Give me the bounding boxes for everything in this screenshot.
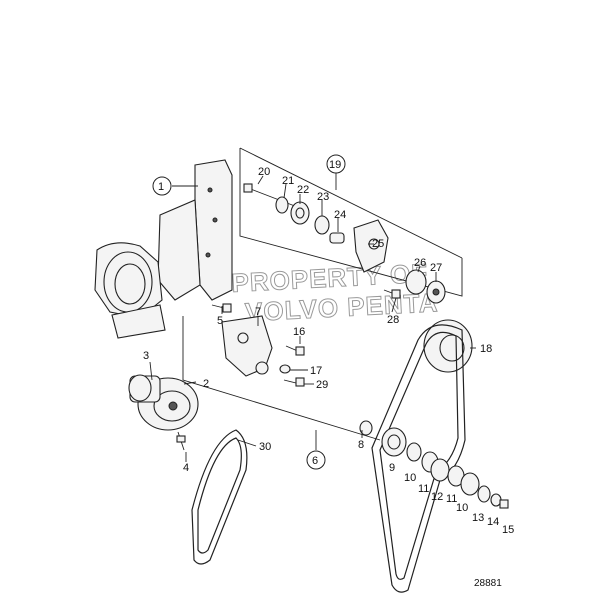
pulley-18 [423, 319, 473, 373]
shaft-stack [359, 420, 509, 509]
callout-23: 23 [317, 191, 329, 203]
leader-lines [149, 172, 476, 462]
callout-27: 27 [430, 262, 442, 274]
callout-14: 14 [487, 516, 499, 528]
bolts-5-16-17-29 [211, 303, 305, 387]
callout-labels: 1 2 3 4 5 6 7 8 9 10 11 12 11 10 13 14 1… [143, 159, 514, 536]
callout-2: 2 [203, 378, 209, 390]
drawing-reference-number: 28881 [474, 578, 502, 589]
callout-30: 30 [259, 441, 271, 453]
callout-11a: 11 [418, 483, 429, 495]
callout-4: 4 [183, 462, 189, 474]
callout-26: 26 [414, 257, 426, 269]
callout-6: 6 [312, 455, 318, 467]
callout-10b: 10 [456, 502, 468, 514]
bolt-4 [176, 431, 186, 451]
callout-21: 21 [282, 175, 294, 187]
callout-19: 19 [329, 159, 341, 171]
group-bracket-19 [239, 147, 463, 297]
callout-9: 9 [389, 462, 395, 474]
tensioner-plate [221, 315, 273, 377]
callout-25: 25 [372, 238, 384, 250]
callout-17: 17 [310, 365, 322, 377]
water-pump [128, 374, 199, 431]
callout-29: 29 [316, 379, 328, 391]
callout-11b: 11 [446, 493, 457, 505]
callout-24: 24 [334, 209, 346, 221]
callout-16: 16 [293, 326, 305, 338]
callout-18: 18 [480, 343, 492, 355]
bracket-housing [94, 159, 233, 339]
callout-10a: 10 [404, 472, 416, 484]
callout-7: 7 [255, 306, 261, 318]
callout-1: 1 [158, 181, 164, 193]
callout-28: 28 [387, 314, 399, 326]
callout-15: 15 [502, 524, 514, 536]
callout-5: 5 [217, 315, 223, 327]
callout-8: 8 [358, 439, 364, 451]
callout-22: 22 [297, 184, 309, 196]
group-bracket-6 [182, 316, 381, 441]
callout-12: 12 [431, 491, 443, 503]
callout-13: 13 [472, 512, 484, 524]
callout-3: 3 [143, 350, 149, 362]
callout-20: 20 [258, 166, 270, 178]
belt-30 [191, 429, 248, 565]
tensioner-assembly [243, 183, 446, 304]
callout-rings [152, 154, 346, 470]
